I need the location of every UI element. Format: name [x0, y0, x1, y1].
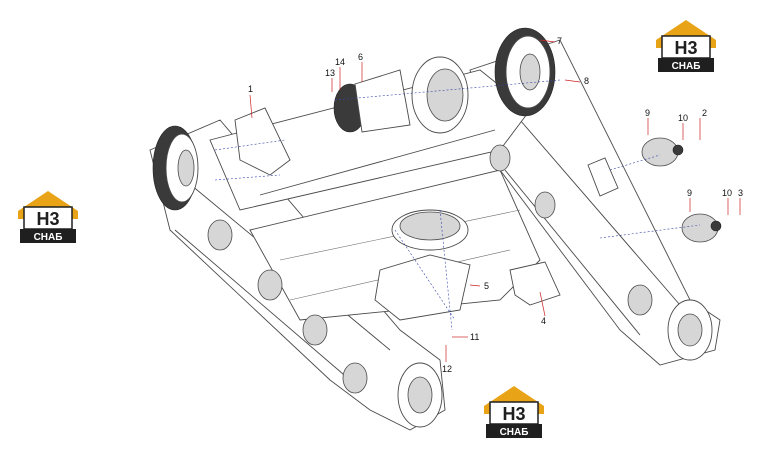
callout-9b: 9	[687, 188, 692, 198]
logo-text: H3	[674, 38, 697, 58]
brand-logo: H3 СНАБ	[16, 189, 80, 245]
logo-subtext: СНАБ	[34, 232, 63, 243]
track-guard-plate	[234, 107, 291, 176]
callout-6: 6	[358, 52, 363, 62]
sprocket-left	[152, 125, 199, 211]
track-rollers-right	[489, 144, 653, 316]
callout-1: 1	[248, 84, 253, 94]
callout-10a: 10	[678, 113, 688, 123]
callout-8: 8	[584, 76, 589, 86]
bracket	[509, 261, 561, 306]
callout-13: 13	[325, 68, 335, 78]
track-rollers-left	[207, 219, 368, 394]
callout-4: 4	[541, 316, 546, 326]
idler-wheel-right	[667, 299, 713, 361]
idler-wheel-left	[397, 362, 443, 428]
sprocket-right	[494, 27, 556, 117]
callout-3: 3	[738, 188, 743, 198]
logo-subtext: СНАБ	[672, 61, 701, 72]
callout-9a: 9	[645, 108, 650, 118]
callout-5: 5	[484, 281, 489, 291]
leader-lines	[214, 39, 741, 362]
logo-text: H3	[36, 209, 59, 229]
logo-text: H3	[502, 404, 525, 424]
callout-7: 7	[557, 36, 562, 46]
mounting-plate	[587, 157, 619, 197]
travel-motor	[333, 56, 469, 134]
callout-10b: 10	[722, 188, 732, 198]
carrier-roller-upper	[641, 137, 722, 243]
callout-12: 12	[442, 364, 452, 374]
logo-subtext: СНАБ	[500, 427, 529, 438]
callout-2: 2	[702, 108, 707, 118]
brand-logo: H3 СНАБ	[654, 18, 718, 74]
brand-logo: H3 СНАБ	[482, 384, 546, 440]
callout-11: 11	[470, 332, 479, 342]
callout-14: 14	[335, 57, 345, 67]
callouts: 1 2 3 4 5 6 7 8 9 9 10 10 11 12 13 14	[248, 36, 743, 374]
